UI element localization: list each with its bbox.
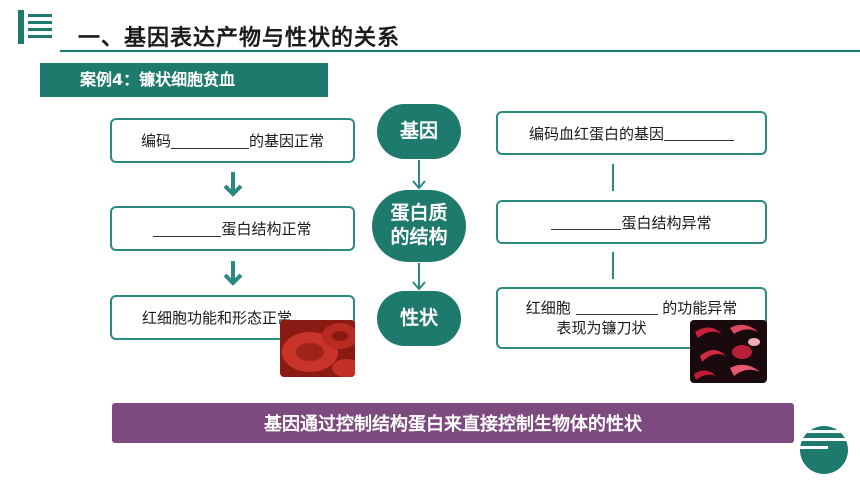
blank-line: [551, 214, 622, 230]
mutant-trait-prefix: 红细胞: [525, 298, 571, 317]
normal-trait-text: 红细胞功能和形态正常: [142, 309, 293, 327]
mutant-trait-suffix: 的功能异常: [662, 298, 738, 317]
blank-line: [575, 299, 658, 315]
mutant-gene-prefix: 编码血红蛋白的基因: [528, 124, 664, 143]
arrow-down-icon: [223, 261, 243, 286]
protein-line2: 的结构: [390, 226, 448, 248]
normal-gene-suffix: 的基因正常: [249, 132, 325, 150]
decorative-circle-icon: [800, 426, 848, 474]
protein-structure-node: 蛋白质 的结构: [372, 190, 466, 262]
sickle-cell-image: [690, 320, 767, 383]
normal-gene-prefix: 编码: [140, 132, 171, 150]
title-divider: [60, 50, 860, 52]
connector-line: [612, 164, 614, 191]
mutant-protein-box: 蛋白结构异常: [496, 200, 767, 244]
arrow-down-icon: [412, 263, 426, 291]
mutant-trait-line2: 表现为镰刀状: [556, 319, 647, 337]
blank-line: [171, 133, 249, 149]
protein-line1: 蛋白质: [390, 202, 448, 225]
page-title: 一、基因表达产物与性状的关系: [78, 26, 401, 51]
logo-stripes-icon: [18, 10, 52, 44]
normal-protein-box: 蛋白结构正常: [110, 206, 355, 251]
trait-node: 性状: [377, 291, 461, 346]
normal-red-blood-cell-image: [280, 320, 355, 377]
arrow-down-icon: [412, 160, 426, 190]
arrow-down-icon: [223, 172, 243, 197]
blank-line: [664, 125, 734, 141]
case-label: 案例4：镰状细胞贫血: [40, 63, 328, 97]
normal-trait-box: 红细胞功能和形态正常: [110, 295, 355, 340]
mutant-gene-box: 编码血红蛋白的基因: [496, 111, 767, 155]
conclusion-banner: 基因通过控制结构蛋白来直接控制生物体的性状: [112, 403, 794, 443]
mutant-trait-box: 红细胞 的功能异常 表现为镰刀状: [496, 287, 767, 349]
mutant-trait-line1: 红细胞 的功能异常: [526, 298, 738, 318]
mutant-protein-suffix: 蛋白结构异常: [621, 213, 712, 232]
connector-line: [612, 252, 614, 279]
normal-protein-suffix: 蛋白结构正常: [221, 220, 312, 238]
blank-line: [153, 221, 222, 237]
gene-node: 基因: [377, 104, 461, 159]
normal-gene-box: 编码 的基因正常: [110, 118, 355, 163]
